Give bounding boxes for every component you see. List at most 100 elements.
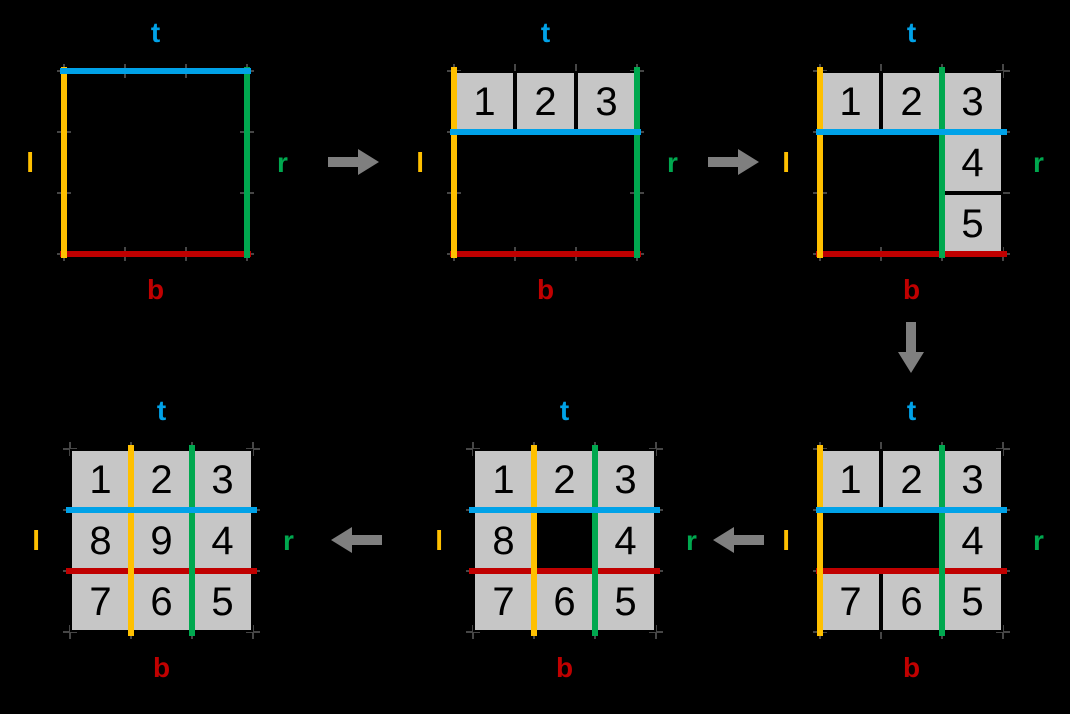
cell-number: 1 xyxy=(839,79,862,124)
cell-number: 2 xyxy=(150,457,173,502)
grid-tick xyxy=(1002,64,1004,78)
left-boundary-line xyxy=(817,67,823,258)
grid-tick xyxy=(1002,442,1004,456)
cell-number: 6 xyxy=(150,579,173,624)
edge-label-bottom: b xyxy=(152,652,171,683)
matrix-cell: 6 xyxy=(534,571,595,632)
cell-number: 5 xyxy=(961,201,984,246)
cell-number: 1 xyxy=(473,79,496,124)
right-boundary-line xyxy=(592,445,598,636)
edge-label-left: l xyxy=(435,524,443,556)
matrix-cell: 5 xyxy=(595,571,656,632)
cell-number: 2 xyxy=(553,457,576,502)
left-boundary-line xyxy=(531,445,537,636)
matrix-cell: 5 xyxy=(942,193,1003,254)
matrix-cell: 2 xyxy=(881,71,942,132)
edge-label-top: t xyxy=(906,395,917,426)
matrix-cell: 4 xyxy=(595,510,656,571)
edge-label-bottom: b xyxy=(902,274,921,305)
left-boundary-line xyxy=(451,67,457,258)
edge-label-bottom: b xyxy=(902,652,921,683)
cell-number: 5 xyxy=(614,579,637,624)
edge-label-bottom: b xyxy=(146,274,165,305)
cell-number: 2 xyxy=(900,79,923,124)
cell-number: 4 xyxy=(211,518,234,563)
matrix-cell: 3 xyxy=(942,71,1003,132)
top-boundary-line xyxy=(469,507,660,513)
matrix-cell: 2 xyxy=(881,449,942,510)
cell-number: 2 xyxy=(534,79,557,124)
cell-number: 3 xyxy=(614,457,637,502)
bottom-boundary-line xyxy=(816,251,1007,257)
edge-label-top: t xyxy=(150,17,161,48)
matrix-cell: 1 xyxy=(820,71,881,132)
cell-number: 8 xyxy=(492,518,515,563)
bottom-boundary-line xyxy=(816,568,1007,574)
matrix-cell: 4 xyxy=(942,132,1003,193)
matrix-cell: 3 xyxy=(595,449,656,510)
matrix-cell: 7 xyxy=(70,571,131,632)
top-boundary-line xyxy=(66,507,257,513)
right-boundary-line xyxy=(244,67,250,258)
matrix-cell: 3 xyxy=(576,71,637,132)
grid-tick xyxy=(655,442,657,456)
grid-tick xyxy=(252,442,254,456)
cell-number: 5 xyxy=(961,579,984,624)
matrix-cell: 4 xyxy=(942,510,1003,571)
bottom-boundary-line xyxy=(469,568,660,574)
cell-number: 3 xyxy=(211,457,234,502)
matrix-cell: 1 xyxy=(454,71,515,132)
edge-label-right: r xyxy=(686,524,697,556)
grid-tick xyxy=(996,631,1010,633)
cell-number: 7 xyxy=(89,579,112,624)
cell-number: 9 xyxy=(150,518,173,563)
right-boundary-line xyxy=(939,67,945,258)
flow-arrow-right-icon xyxy=(708,148,760,176)
right-boundary-line xyxy=(634,67,640,258)
cell-number: 3 xyxy=(961,457,984,502)
top-boundary-line xyxy=(816,507,1007,513)
matrix-cell: 5 xyxy=(192,571,253,632)
grid-tick xyxy=(996,192,1010,194)
edge-label-right: r xyxy=(277,146,288,178)
flow-arrow-left-icon xyxy=(712,526,764,554)
matrix-cell: 2 xyxy=(515,71,576,132)
cell-number: 4 xyxy=(961,140,984,185)
right-boundary-line xyxy=(189,445,195,636)
bottom-boundary-line xyxy=(60,251,251,257)
cell-number: 6 xyxy=(553,579,576,624)
left-boundary-line xyxy=(128,445,134,636)
grid-tick xyxy=(246,631,260,633)
edge-label-left: l xyxy=(26,146,34,178)
cell-number: 3 xyxy=(961,79,984,124)
right-boundary-line xyxy=(939,445,945,636)
edge-label-left: l xyxy=(782,146,790,178)
matrix-cell: 5 xyxy=(942,571,1003,632)
spiral-step-1: t b l r xyxy=(26,19,288,304)
cell-number: 1 xyxy=(492,457,515,502)
cell-number: 7 xyxy=(839,579,862,624)
edge-label-left: l xyxy=(416,146,424,178)
edge-label-right: r xyxy=(1033,524,1044,556)
matrix-cell: 3 xyxy=(192,449,253,510)
edge-label-left: l xyxy=(32,524,40,556)
top-boundary-line xyxy=(60,68,251,74)
matrix-cell: 6 xyxy=(881,571,942,632)
cell-number: 6 xyxy=(900,579,923,624)
cell-number: 1 xyxy=(89,457,112,502)
bottom-boundary-line xyxy=(450,251,641,257)
cell-number: 7 xyxy=(492,579,515,624)
matrix-cell: 2 xyxy=(131,449,192,510)
matrix-cell: 7 xyxy=(820,571,881,632)
edge-label-top: t xyxy=(559,395,570,426)
grid-tick xyxy=(649,631,663,633)
edge-label-right: r xyxy=(667,146,678,178)
bottom-boundary-line xyxy=(66,568,257,574)
edge-label-left: l xyxy=(782,524,790,556)
matrix-cell: 8 xyxy=(70,510,131,571)
cell-number: 5 xyxy=(211,579,234,624)
